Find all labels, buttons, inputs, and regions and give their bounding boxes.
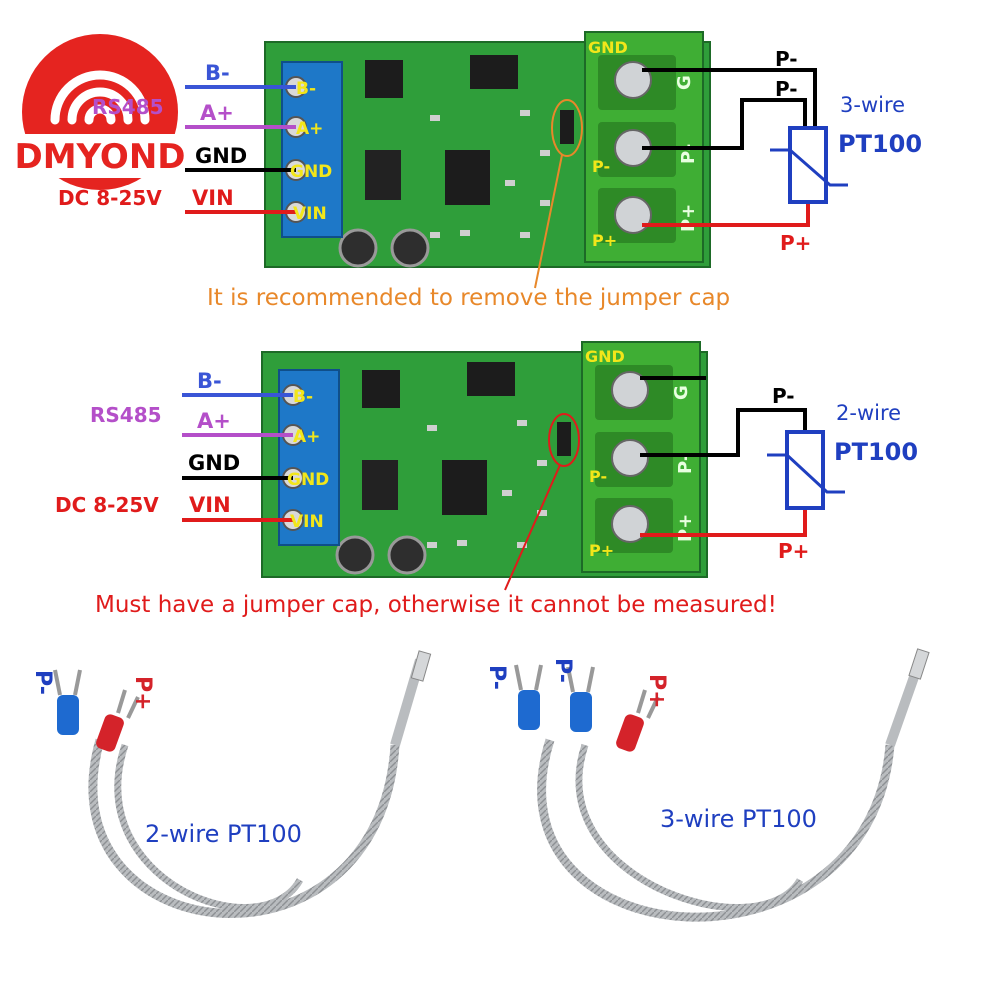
logo-mark-icon xyxy=(50,70,150,125)
capacitor xyxy=(387,535,427,575)
label-power: DC 8-25V xyxy=(55,493,159,517)
label-vin: VIN xyxy=(192,186,234,210)
pin-gnd: GND xyxy=(290,162,332,182)
side-mark-p-plus: P+ xyxy=(678,204,699,232)
label-a-plus: A+ xyxy=(197,409,231,433)
wire-label-p-plus: P+ xyxy=(778,539,809,563)
fork-terminal-icon xyxy=(566,666,595,732)
ic-chip xyxy=(467,362,515,396)
pin-gnd-right: GND xyxy=(588,38,628,57)
capacitor xyxy=(335,535,375,575)
pin-vin: VIN xyxy=(290,512,324,532)
probe-label-p-minus-1: P- xyxy=(484,665,509,690)
pin-b-minus: B- xyxy=(293,387,313,407)
pcb-small-parts xyxy=(427,420,547,548)
label-gnd: GND xyxy=(188,451,240,475)
side-mark-g: G xyxy=(671,385,692,400)
pin-p-plus: P+ xyxy=(592,231,617,250)
ic-chip xyxy=(362,370,400,408)
wire-label-p-minus-1: P- xyxy=(775,47,798,71)
pin-p-minus: P- xyxy=(589,467,607,486)
pin-gnd: GND xyxy=(287,470,329,490)
label-rs485: RS485 xyxy=(90,403,162,427)
wire-label-p-plus: P+ xyxy=(780,231,811,255)
sensor-name: PT100 xyxy=(834,438,918,466)
side-mark-p-plus: P+ xyxy=(675,514,696,542)
capacitor xyxy=(338,228,378,268)
regulator xyxy=(362,460,398,510)
jumper-note: Must have a jumper cap, otherwise it can… xyxy=(95,592,777,618)
probe-label-p-minus: P- xyxy=(30,670,55,695)
jumper-highlight xyxy=(551,99,583,157)
regulator xyxy=(365,150,401,200)
wire-label-p-minus: P- xyxy=(772,384,795,408)
ic-chip xyxy=(442,460,487,515)
probe-tip xyxy=(410,650,432,682)
probe-caption: 3-wire PT100 xyxy=(660,805,817,833)
side-mark-g: G xyxy=(674,75,695,90)
pcb-small-parts xyxy=(430,110,550,238)
wire-p-minus xyxy=(640,408,807,457)
sensor-type: 3-wire xyxy=(840,93,905,117)
label-gnd: GND xyxy=(195,144,247,168)
top-diagram: B- RS485 A+ GND DC 8-25V VIN B- A+ GND V… xyxy=(58,31,922,311)
jumper-cap xyxy=(560,110,574,144)
wire-p-minus-1 xyxy=(642,68,817,128)
label-b-minus: B- xyxy=(197,369,222,393)
ic-chip xyxy=(445,150,490,205)
capacitor xyxy=(390,228,430,268)
pin-b-minus: B- xyxy=(296,79,316,99)
probe-cable xyxy=(88,738,400,919)
pin-vin: VIN xyxy=(293,204,327,224)
probe-label-p-plus: P+ xyxy=(644,674,669,709)
brand-logo: DMYOND xyxy=(12,34,190,190)
pt100-resistor-icon xyxy=(770,126,848,204)
probe-label-p-plus: P+ xyxy=(130,676,155,711)
jumper-cap xyxy=(557,422,571,456)
pin-p-minus: P- xyxy=(592,157,610,176)
label-vin: VIN xyxy=(189,493,231,517)
ic-chip xyxy=(470,55,518,89)
probe-tip xyxy=(908,648,930,680)
pin-a-plus: A+ xyxy=(296,119,323,139)
label-a-plus: A+ xyxy=(200,101,234,125)
pin-gnd-right: GND xyxy=(585,347,625,366)
note-pointer xyxy=(534,154,563,289)
wire-p-plus xyxy=(642,202,810,227)
wire-p-minus-2 xyxy=(642,98,807,150)
wire-p-plus xyxy=(640,508,807,537)
probe-caption: 2-wire PT100 xyxy=(145,820,302,848)
probe-label-p-minus-2: P- xyxy=(550,658,575,683)
fork-terminal-icon xyxy=(514,664,543,730)
fork-terminal-icon xyxy=(616,689,660,752)
wire-label-p-minus-2: P- xyxy=(775,77,798,101)
fork-terminal-icon xyxy=(53,669,82,735)
fork-terminal-icon xyxy=(96,689,140,752)
probe-2-wire: P- P+ 2-wire PT100 xyxy=(30,650,432,919)
note-pointer xyxy=(504,464,561,591)
jumper-highlight xyxy=(548,413,580,467)
pin-a-plus: A+ xyxy=(293,427,320,447)
sensor-name: PT100 xyxy=(838,130,922,158)
brand-name: DMYOND xyxy=(14,137,185,177)
middle-diagram: B- RS485 A+ GND DC 8-25V VIN B- A+ GND V… xyxy=(55,341,918,618)
probe-cable xyxy=(537,738,895,922)
jumper-note: It is recommended to remove the jumper c… xyxy=(207,285,730,311)
label-power: DC 8-25V xyxy=(58,186,162,210)
label-b-minus: B- xyxy=(205,61,230,85)
sensor-type: 2-wire xyxy=(836,401,901,425)
pin-p-plus: P+ xyxy=(589,541,614,560)
side-mark-p-minus: P- xyxy=(675,454,696,474)
probe-3-wire: P- P- P+ 3-wire PT100 xyxy=(484,648,930,922)
ic-chip xyxy=(365,60,403,98)
label-rs485: RS485 xyxy=(92,95,164,119)
pt100-resistor-icon xyxy=(767,430,845,510)
